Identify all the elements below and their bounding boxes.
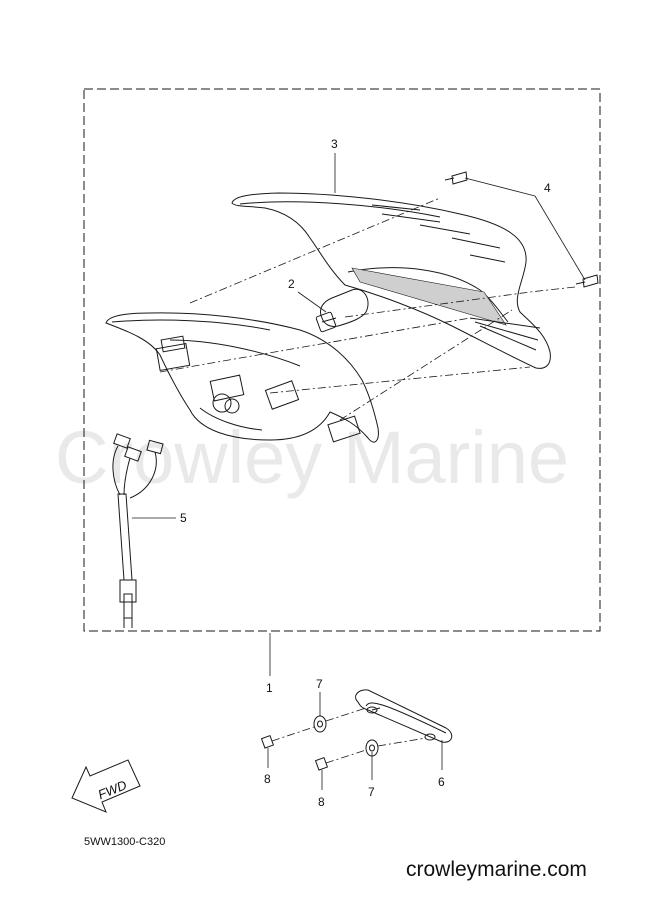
callout-5: 5 bbox=[180, 511, 187, 525]
callout-2: 2 bbox=[288, 277, 295, 291]
fastener-guides bbox=[271, 707, 427, 764]
callout-6: 6 bbox=[438, 775, 445, 789]
callout-4: 4 bbox=[544, 181, 551, 195]
screws bbox=[444, 171, 599, 288]
tail-lamp-lens bbox=[231, 192, 551, 369]
callout-8-left: 8 bbox=[264, 772, 271, 786]
fwd-arrow-icon: FWD bbox=[71, 759, 141, 813]
assembly-guides bbox=[159, 197, 576, 421]
tail-lamp-housing bbox=[105, 312, 379, 443]
leader-lines bbox=[132, 153, 586, 790]
callout-3: 3 bbox=[331, 137, 338, 151]
nuts bbox=[260, 734, 329, 771]
diagram-code: 5WW1300-C320 bbox=[84, 836, 166, 848]
callout-1: 1 bbox=[266, 681, 273, 695]
wire-harness bbox=[112, 433, 164, 628]
washers bbox=[313, 715, 379, 757]
bulb bbox=[315, 288, 369, 333]
watermark: Crowley Marine bbox=[55, 416, 569, 499]
site-name: crowleymarine.com bbox=[406, 858, 587, 881]
callout-7-bottom: 7 bbox=[368, 785, 375, 799]
callout-7-top: 7 bbox=[316, 677, 323, 691]
assembly-frame bbox=[83, 88, 601, 632]
reflector-plate bbox=[355, 689, 453, 743]
callout-8-bottom: 8 bbox=[318, 795, 325, 809]
